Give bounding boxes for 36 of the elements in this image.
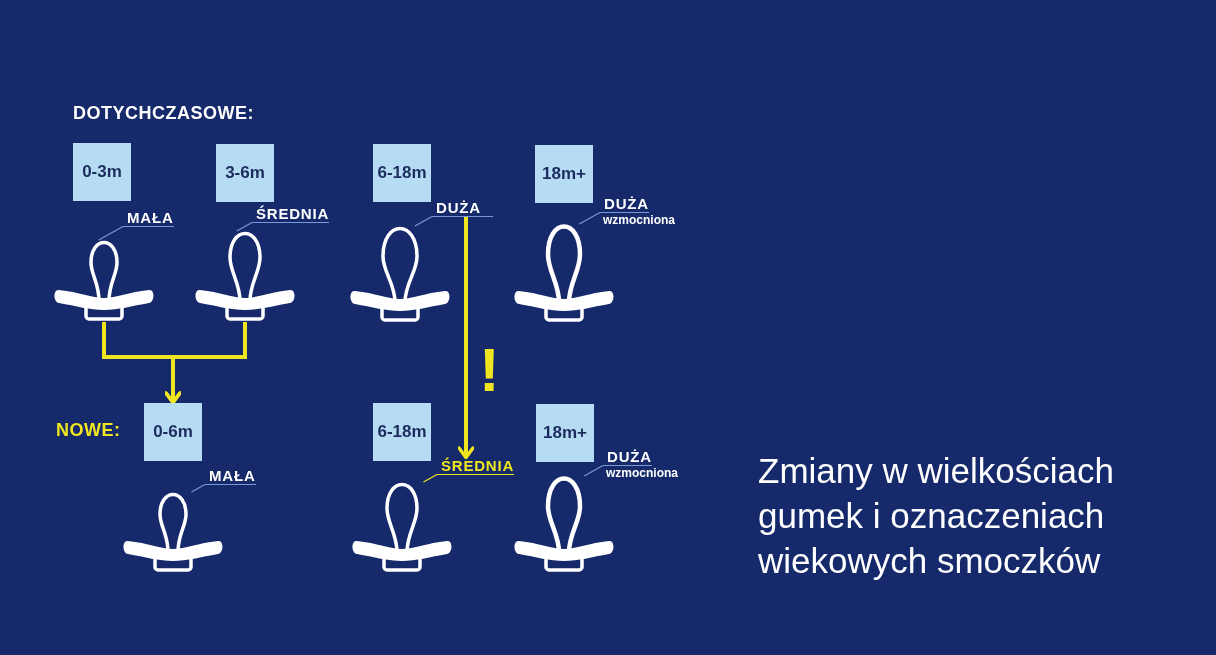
pacifier-drawing (195, 231, 295, 322)
leader-line (236, 221, 253, 232)
leader-line (190, 483, 206, 493)
arrow (164, 322, 247, 405)
title: Zmiany w wielkościach gumek i oznaczeniach wiekowych smoczków (758, 450, 1115, 582)
size-label: DUŻA (600, 196, 649, 213)
size-label: ŚREDNIA (252, 206, 330, 223)
age-range-box: 6-18m (373, 403, 431, 461)
section-heading: DOTYCHCZASOWE: (73, 103, 254, 123)
exclamation-mark: ! (479, 339, 500, 401)
age-range-box: 0-6m (144, 403, 202, 461)
leader-line (414, 215, 433, 227)
size-label: DUŻA (603, 449, 652, 466)
age-range-box: 0-3m (73, 143, 131, 201)
leader-line (422, 473, 438, 483)
size-label: ŚREDNIA (437, 458, 515, 475)
pacifier-drawing (514, 476, 614, 573)
size-label: MAŁA (205, 468, 256, 485)
size-note: wzmocniona (605, 467, 678, 480)
size-label: DUŻA (432, 200, 493, 217)
pacifier-drawing (123, 492, 223, 573)
leader-line (583, 464, 604, 477)
arrow (457, 217, 475, 460)
leader-line (98, 225, 124, 241)
age-range-box: 18m+ (536, 404, 594, 462)
pacifier-drawing (54, 240, 154, 322)
section-heading: NOWE: (56, 420, 121, 440)
size-label: MAŁA (123, 210, 174, 227)
age-range-box: 18m+ (535, 145, 593, 203)
size-note: wzmocniona (602, 214, 675, 227)
pacifier-drawing (352, 482, 452, 573)
pacifier-drawing (350, 226, 450, 323)
leader-line (578, 211, 601, 225)
age-range-box: 3-6m (216, 144, 274, 202)
pacifier-drawing (514, 224, 614, 323)
age-range-box: 6-18m (373, 144, 431, 202)
